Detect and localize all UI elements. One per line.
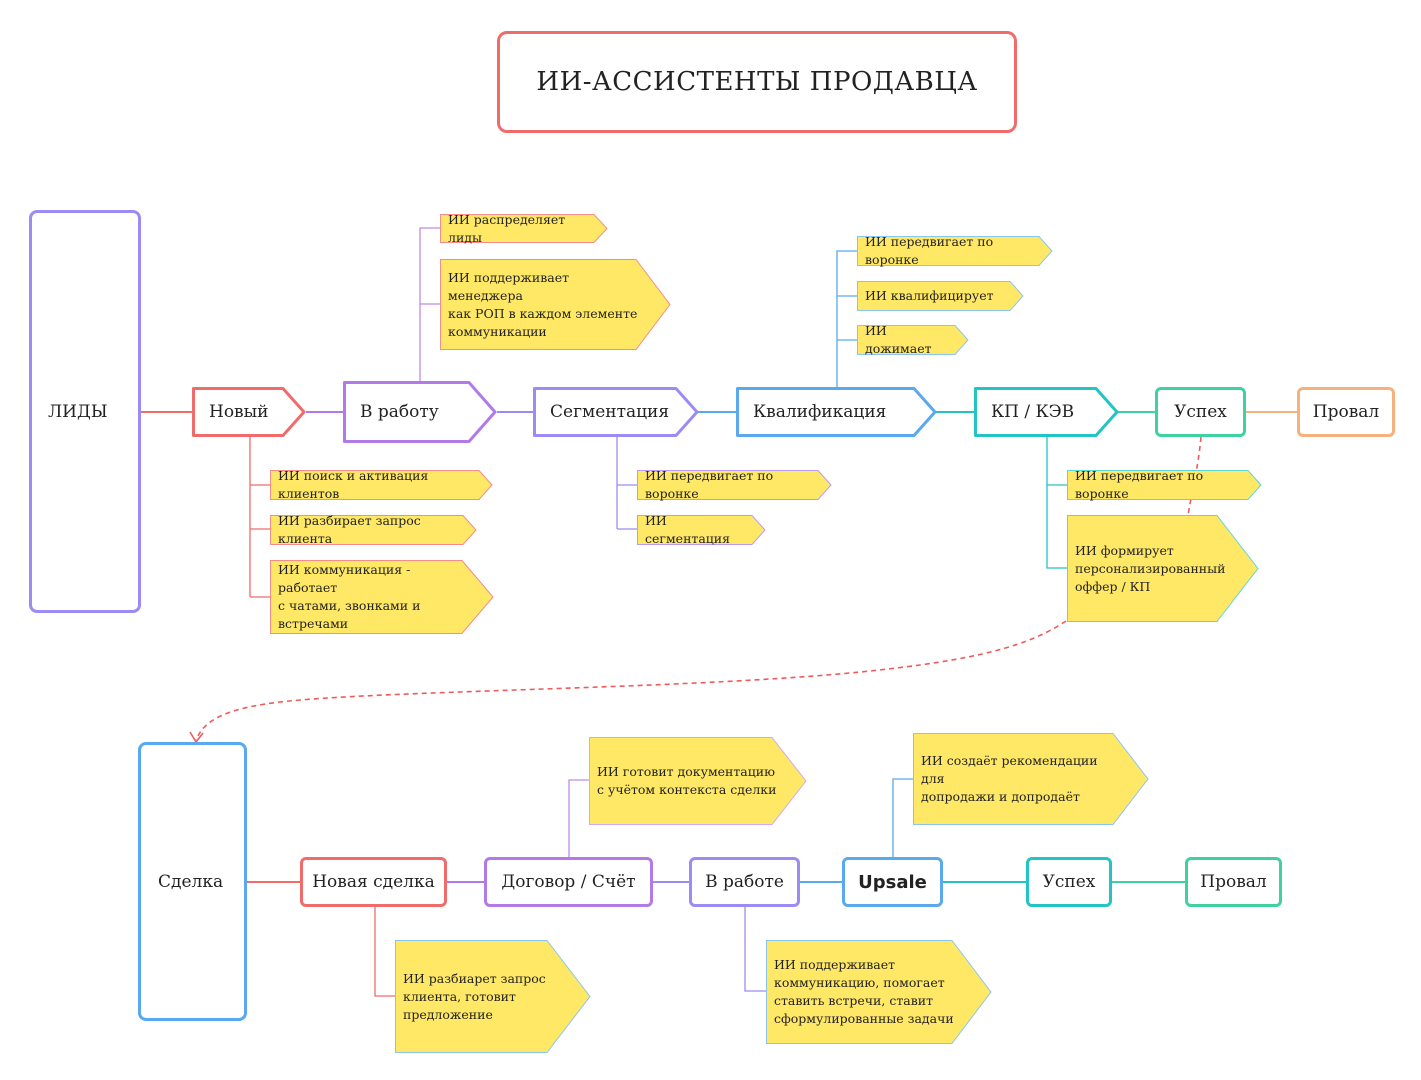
note-recommend[interactable]: ИИ создаёт рекомендации для допродажи и … <box>913 733 1149 825</box>
stage-kp-shape <box>974 387 1119 437</box>
note-text: ИИ готовит документацию с учётом контекс… <box>597 764 777 797</box>
note-seg-funnel[interactable]: ИИ передвигает по воронке <box>637 468 832 501</box>
stage-deal-success-label: Успех <box>1042 872 1096 892</box>
note-text: ИИ формирует персонализированный оффер /… <box>1075 542 1226 594</box>
stage-upsale[interactable]: Upsale <box>842 857 943 907</box>
branch-qual-notes <box>836 250 857 387</box>
note-text: ИИ поддерживает коммуникацию, помогает с… <box>774 957 954 1026</box>
leads-box[interactable]: ЛИДЫ <box>29 210 141 613</box>
note-text: ИИ передвигает по воронке <box>1075 468 1204 501</box>
note-text: ИИ передвигает по воронке <box>645 468 774 501</box>
stage-qualification-shape <box>736 387 937 437</box>
note-pushes[interactable]: ИИ дожимает <box>857 323 969 356</box>
note-shape <box>637 515 766 545</box>
note-shape <box>395 940 591 1053</box>
note-segmentation[interactable]: ИИ сегментация <box>637 513 766 546</box>
stage-success[interactable]: Успех <box>1155 387 1246 437</box>
branch-contract-note <box>568 779 589 857</box>
note-text: ИИ разбирает запрос клиента <box>278 513 421 546</box>
stage-segmentation-shape <box>533 387 699 437</box>
note-shape <box>270 470 493 500</box>
diagram-title: ИИ-АССИСТЕНТЫ ПРОДАВЦА <box>497 31 1017 133</box>
note-shape <box>1067 470 1262 500</box>
note-qual-funnel[interactable]: ИИ передвигает по воронке <box>857 234 1053 267</box>
stage-new[interactable]: Новый <box>192 387 306 437</box>
note-text: ИИ коммуникация - работает с чатами, зво… <box>278 562 421 631</box>
branch-upsale-note <box>892 778 913 857</box>
note-parses[interactable]: ИИ разбиарет запрос клиента, готовит пре… <box>395 940 591 1053</box>
stage-new-label: Новый <box>209 402 269 422</box>
stage-fail[interactable]: Провал <box>1297 387 1395 437</box>
stage-qualification-label: Квалификация <box>753 402 887 422</box>
stage-kp[interactable]: КП / КЭВ <box>974 387 1119 437</box>
note-text: ИИ дожимает <box>865 323 932 356</box>
note-docs[interactable]: ИИ готовит документацию с учётом контекс… <box>589 737 807 825</box>
note-shape <box>857 236 1053 266</box>
note-text: ИИ сегментация <box>645 513 731 546</box>
note-shape <box>857 325 969 355</box>
note-parses-request[interactable]: ИИ разбирает запрос клиента <box>270 513 477 546</box>
note-shape <box>440 214 608 243</box>
dashed-arrowhead <box>189 731 204 744</box>
stage-in-work-shape <box>343 381 497 443</box>
note-offer[interactable]: ИИ формирует персонализированный оффер /… <box>1067 515 1259 622</box>
note-kp-funnel[interactable]: ИИ передвигает по воронке <box>1067 468 1262 501</box>
stage-deal-fail[interactable]: Провал <box>1185 857 1282 907</box>
stage-contract-label: Договор / Счёт <box>501 872 636 892</box>
note-text: ИИ распределяет лиды <box>448 211 566 245</box>
note-shape <box>1067 515 1259 622</box>
stage-segmentation[interactable]: Сегментация <box>533 387 699 437</box>
stage-deal-success[interactable]: Успех <box>1026 857 1112 907</box>
branch-newdeal-note <box>374 907 395 997</box>
stage-in-work[interactable]: В работу <box>343 381 497 443</box>
leads-label: ЛИДЫ <box>48 401 108 422</box>
note-shape <box>766 940 992 1044</box>
note-qualifies[interactable]: ИИ квалифицирует <box>857 281 1024 311</box>
stage-kp-label: КП / КЭВ <box>991 402 1075 422</box>
note-supports[interactable]: ИИ поддерживает коммуникацию, помогает с… <box>766 940 992 1044</box>
note-shape <box>440 259 671 350</box>
stage-qualification[interactable]: Квалификация <box>736 387 937 437</box>
branch-kp-notes <box>1046 437 1067 569</box>
deal-box[interactable]: Сделка <box>138 742 247 1021</box>
note-text: ИИ поиск и активация клиентов <box>278 468 429 501</box>
branch-new-notes <box>249 437 270 598</box>
stage-deal-fail-label: Провал <box>1200 872 1267 892</box>
stage-in-work-label: В работу <box>360 402 439 422</box>
branch-seg-notes <box>616 437 637 530</box>
note-text: ИИ квалифицирует <box>865 288 994 303</box>
stage-deal-in-work-label: В работе <box>705 872 784 892</box>
note-supports-manager[interactable]: ИИ поддерживает менеджера как РОП в кажд… <box>440 259 671 350</box>
note-distributes[interactable]: ИИ распределяет лиды <box>440 211 608 245</box>
note-text: ИИ поддерживает менеджера как РОП в кажд… <box>448 269 638 339</box>
stage-deal-in-work[interactable]: В работе <box>689 857 800 907</box>
note-shape <box>270 515 477 545</box>
note-shape <box>270 560 494 634</box>
deal-label: Сделка <box>158 871 224 892</box>
stage-fail-label: Провал <box>1312 402 1380 422</box>
note-shape <box>857 281 1024 311</box>
note-communication[interactable]: ИИ коммуникация - работает с чатами, зво… <box>270 560 494 634</box>
stage-success-label: Успех <box>1174 402 1227 422</box>
note-text: ИИ передвигает по воронке <box>865 234 994 267</box>
note-shape <box>913 733 1149 825</box>
branch-inwork-note <box>744 907 766 992</box>
stage-new-deal[interactable]: Новая сделка <box>300 857 447 907</box>
note-text: ИИ создаёт рекомендации для допродажи и … <box>921 753 1098 804</box>
branch-inwork-notes <box>419 227 440 381</box>
note-search[interactable]: ИИ поиск и активация клиентов <box>270 468 493 501</box>
note-text: ИИ разбиарет запрос клиента, готовит пре… <box>403 970 546 1022</box>
stage-new-deal-label: Новая сделка <box>312 872 435 892</box>
stage-upsale-label: Upsale <box>858 871 927 893</box>
note-shape <box>637 470 832 500</box>
stage-segmentation-label: Сегментация <box>550 402 670 422</box>
stage-new-shape <box>192 387 306 437</box>
note-shape <box>589 737 807 825</box>
stage-contract[interactable]: Договор / Счёт <box>484 857 653 907</box>
